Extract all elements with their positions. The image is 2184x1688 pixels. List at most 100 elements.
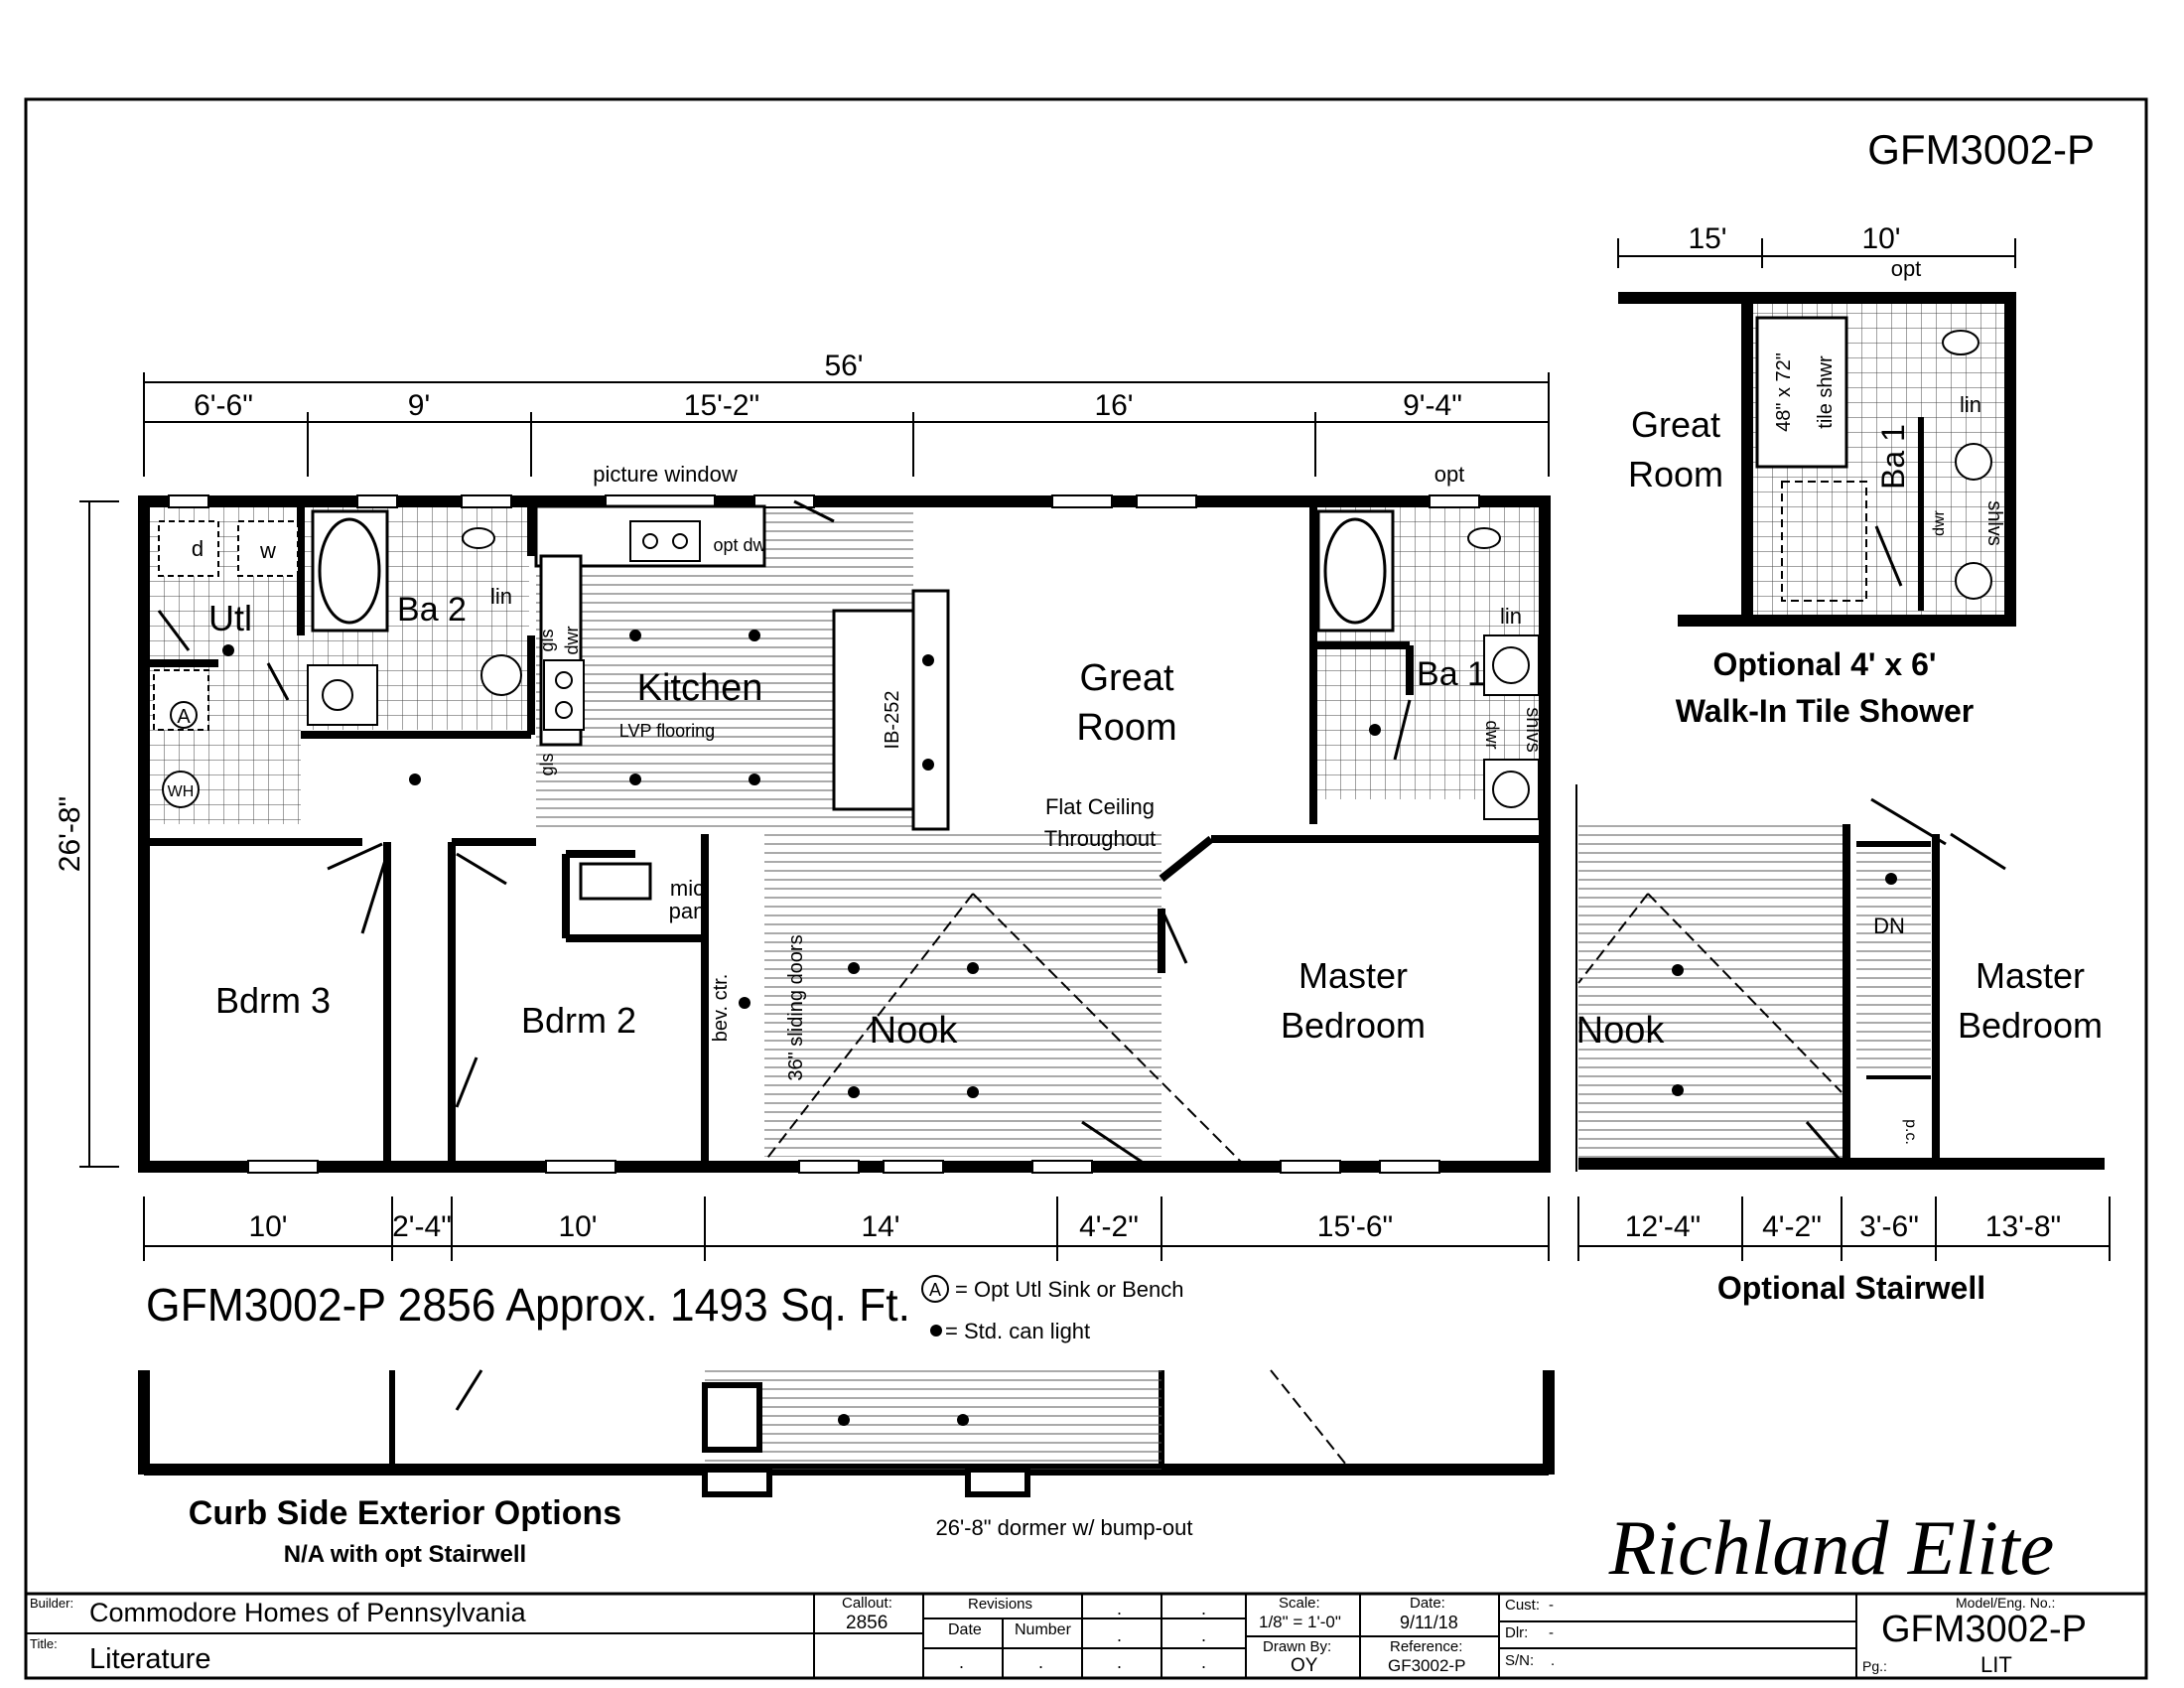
shower-lin: lin <box>1960 392 1981 417</box>
stair-dim-3: 3'-6" <box>1859 1210 1919 1243</box>
dim-bottom-1: 10' <box>248 1210 287 1243</box>
revisions-label: Revisions <box>968 1596 1033 1613</box>
title-block-grid <box>26 1592 2146 1678</box>
date-label: Date: <box>1410 1595 1445 1612</box>
revisions-date-col: Date <box>948 1621 982 1638</box>
dormer-note: 26'-8" dormer w/ bump-out <box>935 1515 1192 1540</box>
revisions-dot-2: . <box>1201 1599 1207 1618</box>
dim-bottom-6: 15'-6" <box>1317 1210 1393 1243</box>
shower-caption-2: Walk-In Tile Shower <box>1676 693 1975 729</box>
dim-top-3: 15'-2" <box>684 389 759 422</box>
sink <box>629 520 701 562</box>
legend-a-text: = Opt Utl Sink or Bench <box>955 1277 1184 1302</box>
label-dwr-ba1: dwr <box>1482 720 1502 749</box>
room-ba2: Ba 2 <box>397 591 467 629</box>
shower-dwr: dwr <box>1931 509 1948 535</box>
cust-label: Cust: <box>1505 1597 1541 1614</box>
shower-tile-label: tile shwr <box>1815 355 1837 429</box>
room-utl: Utl <box>208 598 252 638</box>
dim-overall: 56' <box>824 350 863 382</box>
builder-label: Builder: <box>30 1596 74 1611</box>
plan-summary: GFM3002-P 2856 Approx. 1493 Sq. Ft. <box>146 1279 910 1331</box>
label-gls-1: gls <box>537 629 557 651</box>
shower-ba1: Ba 1 <box>1875 424 1911 490</box>
stair-dim-4: 13'-8" <box>1985 1210 2061 1243</box>
shower-option-drawing <box>1617 238 2016 627</box>
room-master-2: Bedroom <box>1281 1005 1426 1046</box>
drawn-value: OY <box>1291 1655 1318 1676</box>
curb-side-drawing <box>138 1369 1555 1497</box>
scale-label: Scale: <box>1279 1595 1320 1612</box>
label-picture-window: picture window <box>593 462 738 487</box>
dim-bottom-3: 10' <box>558 1210 597 1243</box>
dimension-lines <box>79 372 1550 1261</box>
label-mic: mic <box>670 876 704 901</box>
cust-value: - <box>1549 1597 1554 1614</box>
callout-label: Callout: <box>842 1595 892 1612</box>
bath-fixtures <box>307 527 1540 820</box>
can-lights <box>222 630 1381 1098</box>
label-lin-ba2: lin <box>490 584 512 609</box>
stair-caption: Optional Stairwell <box>1717 1270 1985 1306</box>
dim-top-4: 16' <box>1094 389 1133 422</box>
stair-master-1: Master <box>1976 955 2085 996</box>
label-lin-ba1: lin <box>1500 604 1522 629</box>
label-dwr-1: dwr <box>562 626 582 654</box>
label-opt-window: opt <box>1434 462 1465 487</box>
revisions-dot-1: . <box>1117 1599 1123 1618</box>
brand-name: Richland Elite <box>1608 1504 2054 1591</box>
opt-sink-marker <box>170 701 198 729</box>
callout-value: 2856 <box>846 1613 888 1633</box>
sheet-border <box>24 97 2148 1680</box>
legend-a-symbol <box>921 1275 949 1303</box>
model-number-top: GFM3002-P <box>1867 126 2095 173</box>
range <box>543 659 585 731</box>
revisions-dot-6: . <box>1038 1652 1044 1672</box>
dim-bottom-4: 14' <box>861 1210 899 1243</box>
label-bev-ctr: bev. ctr. <box>710 974 732 1043</box>
dim-bottom-2: 2'-4" <box>392 1210 452 1243</box>
shower-dim-1: 15' <box>1688 222 1726 255</box>
stair-dimension-lines <box>1577 1196 2111 1261</box>
drawn-label: Drawn By: <box>1263 1638 1332 1655</box>
vault-lines <box>763 893 1242 1163</box>
model-value: GFM3002-P <box>1881 1609 2087 1650</box>
door-swings <box>157 499 1412 1164</box>
room-nook: Nook <box>870 1010 959 1052</box>
dim-top-1: 6'-6" <box>194 389 253 422</box>
revisions-number-col: Number <box>1015 1621 1071 1638</box>
shower-great-2: Room <box>1628 454 1723 494</box>
revisions-dot-3: . <box>1117 1625 1123 1645</box>
legend-a-letter: A <box>929 1280 941 1300</box>
bathtubs <box>311 509 1395 633</box>
interior-walls <box>147 501 1544 1162</box>
revisions-dot-4: . <box>1201 1625 1207 1645</box>
room-kitchen: Kitchen <box>637 667 763 709</box>
stair-pc: p.c. <box>1902 1119 1919 1145</box>
revisions-dot-8: . <box>1201 1652 1207 1672</box>
dim-top-5: 9'-4" <box>1403 389 1462 422</box>
label-washer: w <box>259 538 276 563</box>
label-opt-dw: opt dw <box>713 535 766 555</box>
label-pan: pan <box>669 899 706 923</box>
label-island: IB-252 <box>882 691 903 750</box>
shower-great-1: Great <box>1631 404 1720 445</box>
label-dryer: d <box>192 536 204 561</box>
dlr-label: Dlr: <box>1505 1624 1529 1641</box>
pg-value: LIT <box>1980 1652 2012 1677</box>
date-value: 9/11/18 <box>1400 1613 1458 1632</box>
room-ba1: Ba 1 <box>1417 655 1486 693</box>
label-gls-2: gls <box>537 753 557 775</box>
shower-dim-2: 10' <box>1861 222 1900 255</box>
stair-dn: DN <box>1873 914 1905 938</box>
legend-light-text: = Std. can light <box>945 1319 1090 1343</box>
room-great-2: Room <box>1076 707 1176 749</box>
note-flat-ceiling-1: Flat Ceiling <box>1045 794 1155 819</box>
note-flat-ceiling-2: Throughout <box>1044 826 1157 851</box>
stair-light-2 <box>1672 1084 1684 1096</box>
title-value: Literature <box>89 1643 211 1675</box>
room-bdrm2: Bdrm 2 <box>521 1000 636 1041</box>
model-label: Model/Eng. No.: <box>1956 1595 2056 1611</box>
shower-caption-1: Optional 4' x 6' <box>1712 646 1936 682</box>
sn-label: S/N: <box>1505 1652 1535 1669</box>
